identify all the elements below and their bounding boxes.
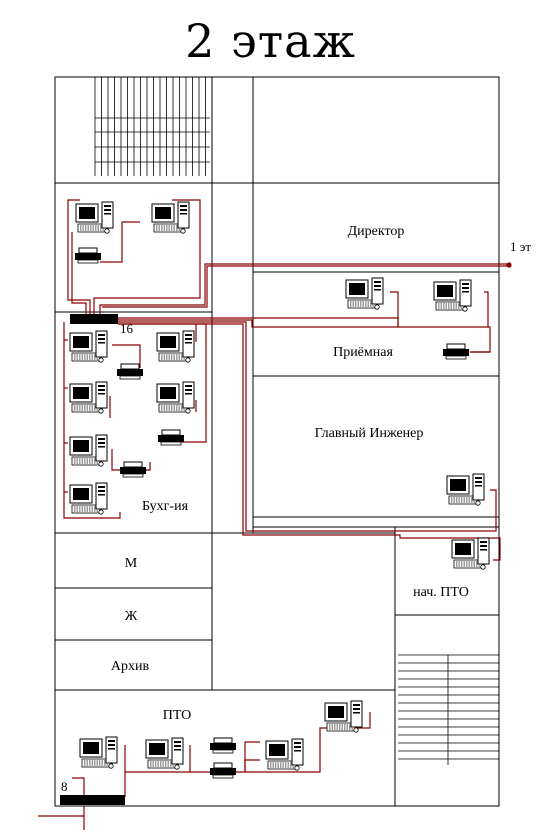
computer-icon: [324, 700, 363, 733]
printer-icon: [442, 343, 470, 360]
cable-to-reception-b: [118, 319, 398, 328]
cable-reception-pc1: [390, 291, 399, 327]
cable-to-chief-engineer-b: [118, 323, 501, 561]
room-label-pto: ПТО: [163, 708, 192, 723]
cable-top-left: [67, 199, 91, 314]
staircase: [398, 654, 499, 765]
room-label-chief-engineer: Главный Инженер: [315, 426, 424, 441]
computer-icon: [446, 473, 485, 506]
room-label-m: М: [125, 556, 138, 571]
walls: [54, 76, 500, 807]
floor-title: 2 этаж: [185, 14, 356, 68]
room-label-director: Директор: [348, 224, 405, 239]
first-floor-uplink-node: [506, 262, 512, 268]
printer-icon: [119, 461, 147, 478]
printer-icon: [209, 737, 237, 754]
cable-reception-pc2: [484, 291, 489, 327]
computer-icon: [156, 330, 195, 363]
switch-16-port: [70, 314, 118, 324]
cable-to-chief-engineer: [118, 321, 497, 532]
cable-first-floor-link-b: [102, 265, 509, 308]
label-first-floor-link: 1 эт: [510, 239, 531, 254]
printer-icon: [116, 363, 144, 380]
cable-top-left-printer: [100, 222, 123, 263]
cable-pto-1: [72, 777, 85, 797]
cable-pto-6: [245, 712, 371, 773]
cable-top-left-b: [71, 232, 87, 314]
cable-acc-pc1-printer: [112, 344, 141, 368]
computer-icon: [69, 482, 108, 515]
printer-icon: [74, 247, 102, 264]
computer-icon: [345, 277, 384, 310]
computer-icon: [79, 736, 118, 769]
label-switch-16: 16: [120, 321, 134, 336]
computer-icon: [69, 434, 108, 467]
room-label-reception: Приёмная: [333, 345, 393, 360]
room-label-zh: Ж: [125, 609, 138, 624]
building-outline: [54, 76, 500, 807]
printer-icon: [157, 429, 185, 446]
cable-top-left-pc2: [93, 199, 201, 314]
equipment: [69, 201, 490, 779]
computer-icon: [265, 738, 304, 771]
stairwell: [94, 77, 210, 176]
switch-8-port: [60, 795, 125, 805]
room-label-archive: Архив: [111, 659, 150, 674]
computer-icon: [151, 201, 190, 234]
computer-icon: [145, 737, 184, 770]
computer-icon: [69, 330, 108, 363]
printer-icon: [209, 762, 237, 779]
cable-first-floor-link: [99, 263, 509, 314]
cable-accounting-right: [118, 323, 207, 443]
room-label-accounting: Бухг-ия: [142, 499, 189, 514]
computer-icon: [451, 537, 490, 570]
label-switch-8: 8: [61, 779, 68, 794]
computer-icon: [69, 381, 108, 414]
computer-icon: [433, 279, 472, 312]
computer-icon: [156, 381, 195, 414]
room-label-head-pto: нач. ПТО: [413, 585, 469, 600]
computer-icon: [75, 201, 114, 234]
cable-accounting-loop: [63, 322, 121, 519]
network-cables: [38, 199, 512, 830]
cable-pto-5: [244, 759, 260, 772]
